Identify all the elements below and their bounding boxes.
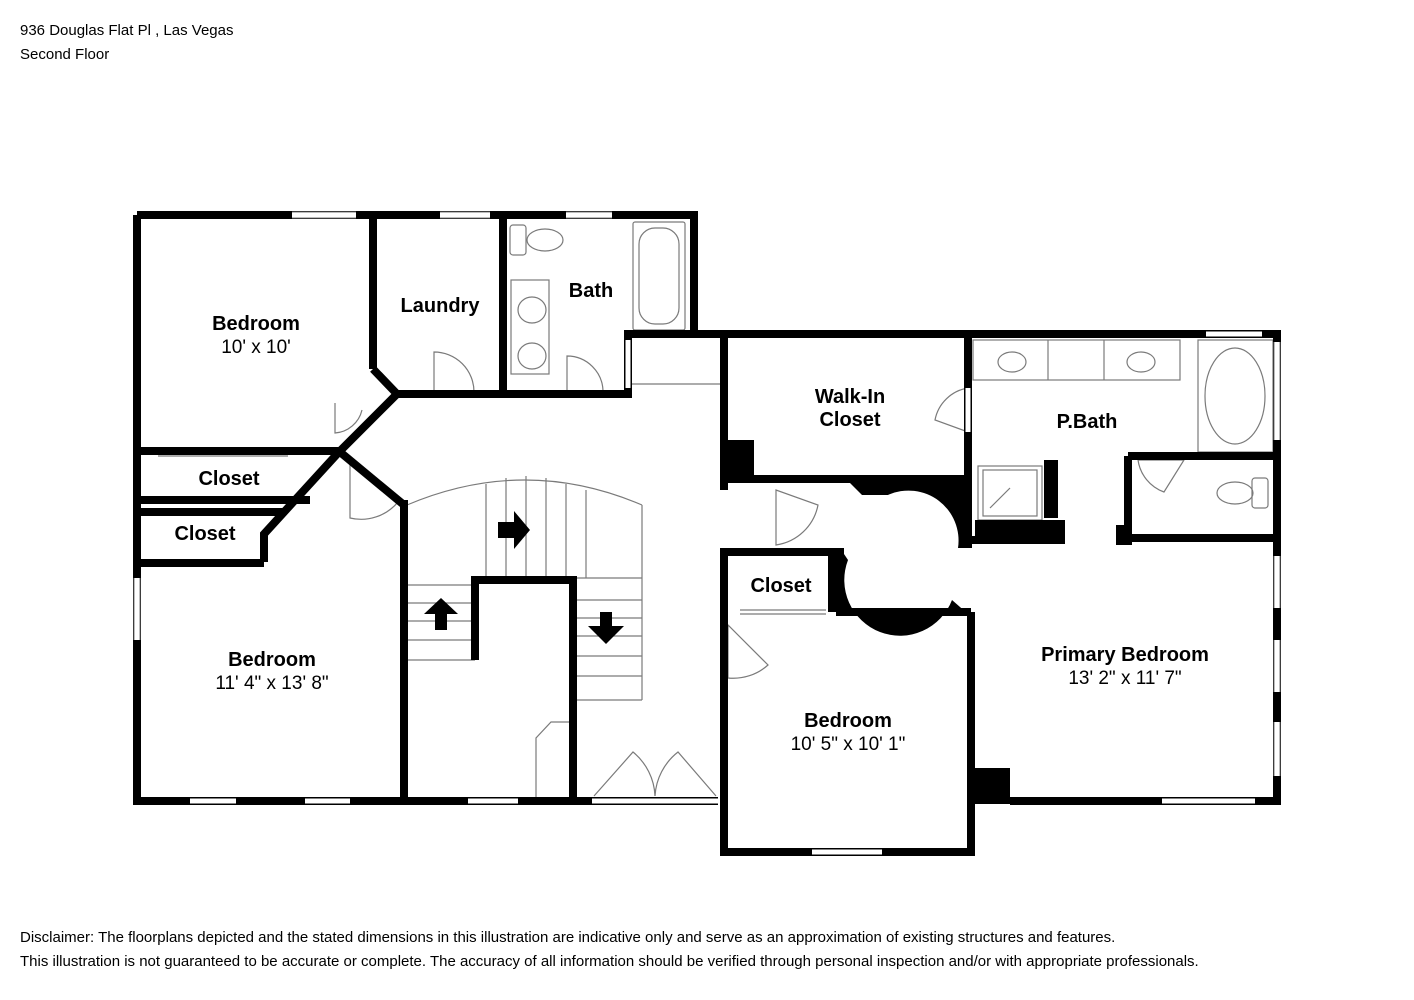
arrow-down-icon xyxy=(588,612,624,644)
room-dims-bedroom-top-left: 10' x 10' xyxy=(221,337,291,358)
floor-label: Second Floor xyxy=(20,46,110,63)
windows xyxy=(134,212,1280,855)
walls xyxy=(133,211,1281,856)
room-name-p-bath: P.Bath xyxy=(1057,411,1118,433)
doors xyxy=(150,351,1186,797)
room-dims-primary-bedroom: 13' 2" x 11' 7" xyxy=(1068,668,1181,689)
room-name-closet-1: Closet xyxy=(198,468,259,490)
room-name-bedroom-bottom-left: Bedroom xyxy=(228,649,316,671)
room-name-closet-3: Closet xyxy=(750,575,811,597)
room-name-bath: Bath xyxy=(569,280,613,302)
room-dims-bedroom-center: 10' 5" x 10' 1" xyxy=(791,734,906,755)
window-frames xyxy=(133,211,1281,776)
room-name-laundry: Laundry xyxy=(401,295,481,317)
wall-fills xyxy=(724,440,1132,804)
room-name-primary-bedroom: Primary Bedroom xyxy=(1041,644,1209,666)
room-name-closet-2: Closet xyxy=(174,523,235,545)
room-dims-bedroom-bottom-left: 11' 4" x 13' 8" xyxy=(215,673,328,694)
disclaimer-line-2: This illustration is not guaranteed to b… xyxy=(20,953,1199,970)
arrow-right-icon xyxy=(498,511,530,549)
arrow-up-icon xyxy=(424,598,458,630)
room-name-walk-in-line2: Closet xyxy=(819,409,880,431)
address-label: 936 Douglas Flat Pl , Las Vegas xyxy=(20,22,234,39)
stair-arrows xyxy=(424,511,624,644)
room-name-bedroom-center: Bedroom xyxy=(804,710,892,732)
room-name-walk-in-line1: Walk-In xyxy=(815,386,885,408)
disclaimer-line-1: Disclaimer: The floorplans depicted and … xyxy=(20,929,1116,946)
room-name-bedroom-top-left: Bedroom xyxy=(212,313,300,335)
fixtures xyxy=(406,221,1274,800)
